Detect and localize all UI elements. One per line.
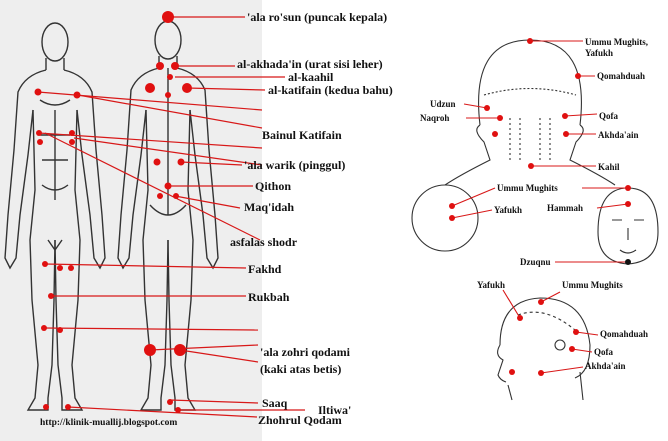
point-ala-rosun [162, 11, 174, 23]
head-back-leaders [464, 41, 597, 166]
label-udzun: Udzun [430, 99, 456, 110]
front-body-figure [5, 23, 105, 410]
label-kaki-atas-betis: (kaki atas betis) [260, 362, 341, 376]
label-saaq: Saaq [262, 396, 287, 410]
head-top-view [412, 185, 478, 251]
label-akhdaain-2: Akhda'ain [585, 361, 626, 372]
head-side-points [509, 299, 579, 376]
label-ummu-mughits-yafukh: Ummu Mughits, Yafukh [585, 37, 648, 59]
label-qithon: Qithon [255, 179, 291, 193]
label-al-kaahil: al-kaahil [288, 70, 333, 84]
label-asfalas-shodr: asfalas shodr [230, 235, 297, 249]
label-rukbah: Rukbah [248, 290, 289, 304]
head-back-points [484, 38, 581, 169]
back-body-figure [118, 21, 218, 410]
label-hammah: Hammah [547, 203, 583, 214]
label-qomahduah-1: Qomahduah [597, 71, 645, 82]
label-bainul-katifain: Bainul Katifain [262, 128, 342, 142]
label-zhohrul-qodam: Zhohrul Qodam [258, 413, 342, 427]
label-al-katifain: al-katifain (kedua bahu) [268, 83, 393, 97]
label-qofa-2: Qofa [594, 347, 613, 358]
label-qomahduah-2: Qomahduah [600, 329, 648, 340]
label-yafukh-2: Yafukh [494, 205, 522, 216]
point-dzuqnu [625, 259, 631, 265]
head-side-leaders [503, 290, 598, 373]
label-akhdaain-1: Akhda'ain [598, 130, 639, 141]
label-al-akhadain: al-akhada'in (urat sisi leher) [237, 57, 383, 71]
label-maqidah: Maq'idah [244, 200, 294, 214]
label-ala-zohri-qodami: 'ala zohri qodami [260, 345, 350, 359]
label-yafukh-3: Yafukh [477, 280, 505, 291]
label-ala-warik: 'ala warik (pinggul) [244, 158, 345, 172]
head-top-leaders [452, 188, 628, 262]
source-url: http://klinik-muallij.blogspot.com [40, 418, 177, 428]
label-qofa-1: Qofa [599, 111, 618, 122]
label-fakhd: Fakhd [248, 262, 281, 276]
label-ummu-mughits-3: Ummu Mughits [562, 280, 623, 291]
label-ummu-mughits-2: Ummu Mughits [497, 183, 558, 194]
head-side-profile [498, 298, 590, 400]
face-front-view [598, 188, 658, 264]
label-ala-rosun: 'ala ro'sun (puncak kepala) [247, 10, 387, 24]
label-dzuqnu: Dzuqnu [520, 257, 551, 268]
label-kahil: Kahil [598, 162, 620, 173]
label-naqroh: Naqroh [420, 113, 449, 124]
